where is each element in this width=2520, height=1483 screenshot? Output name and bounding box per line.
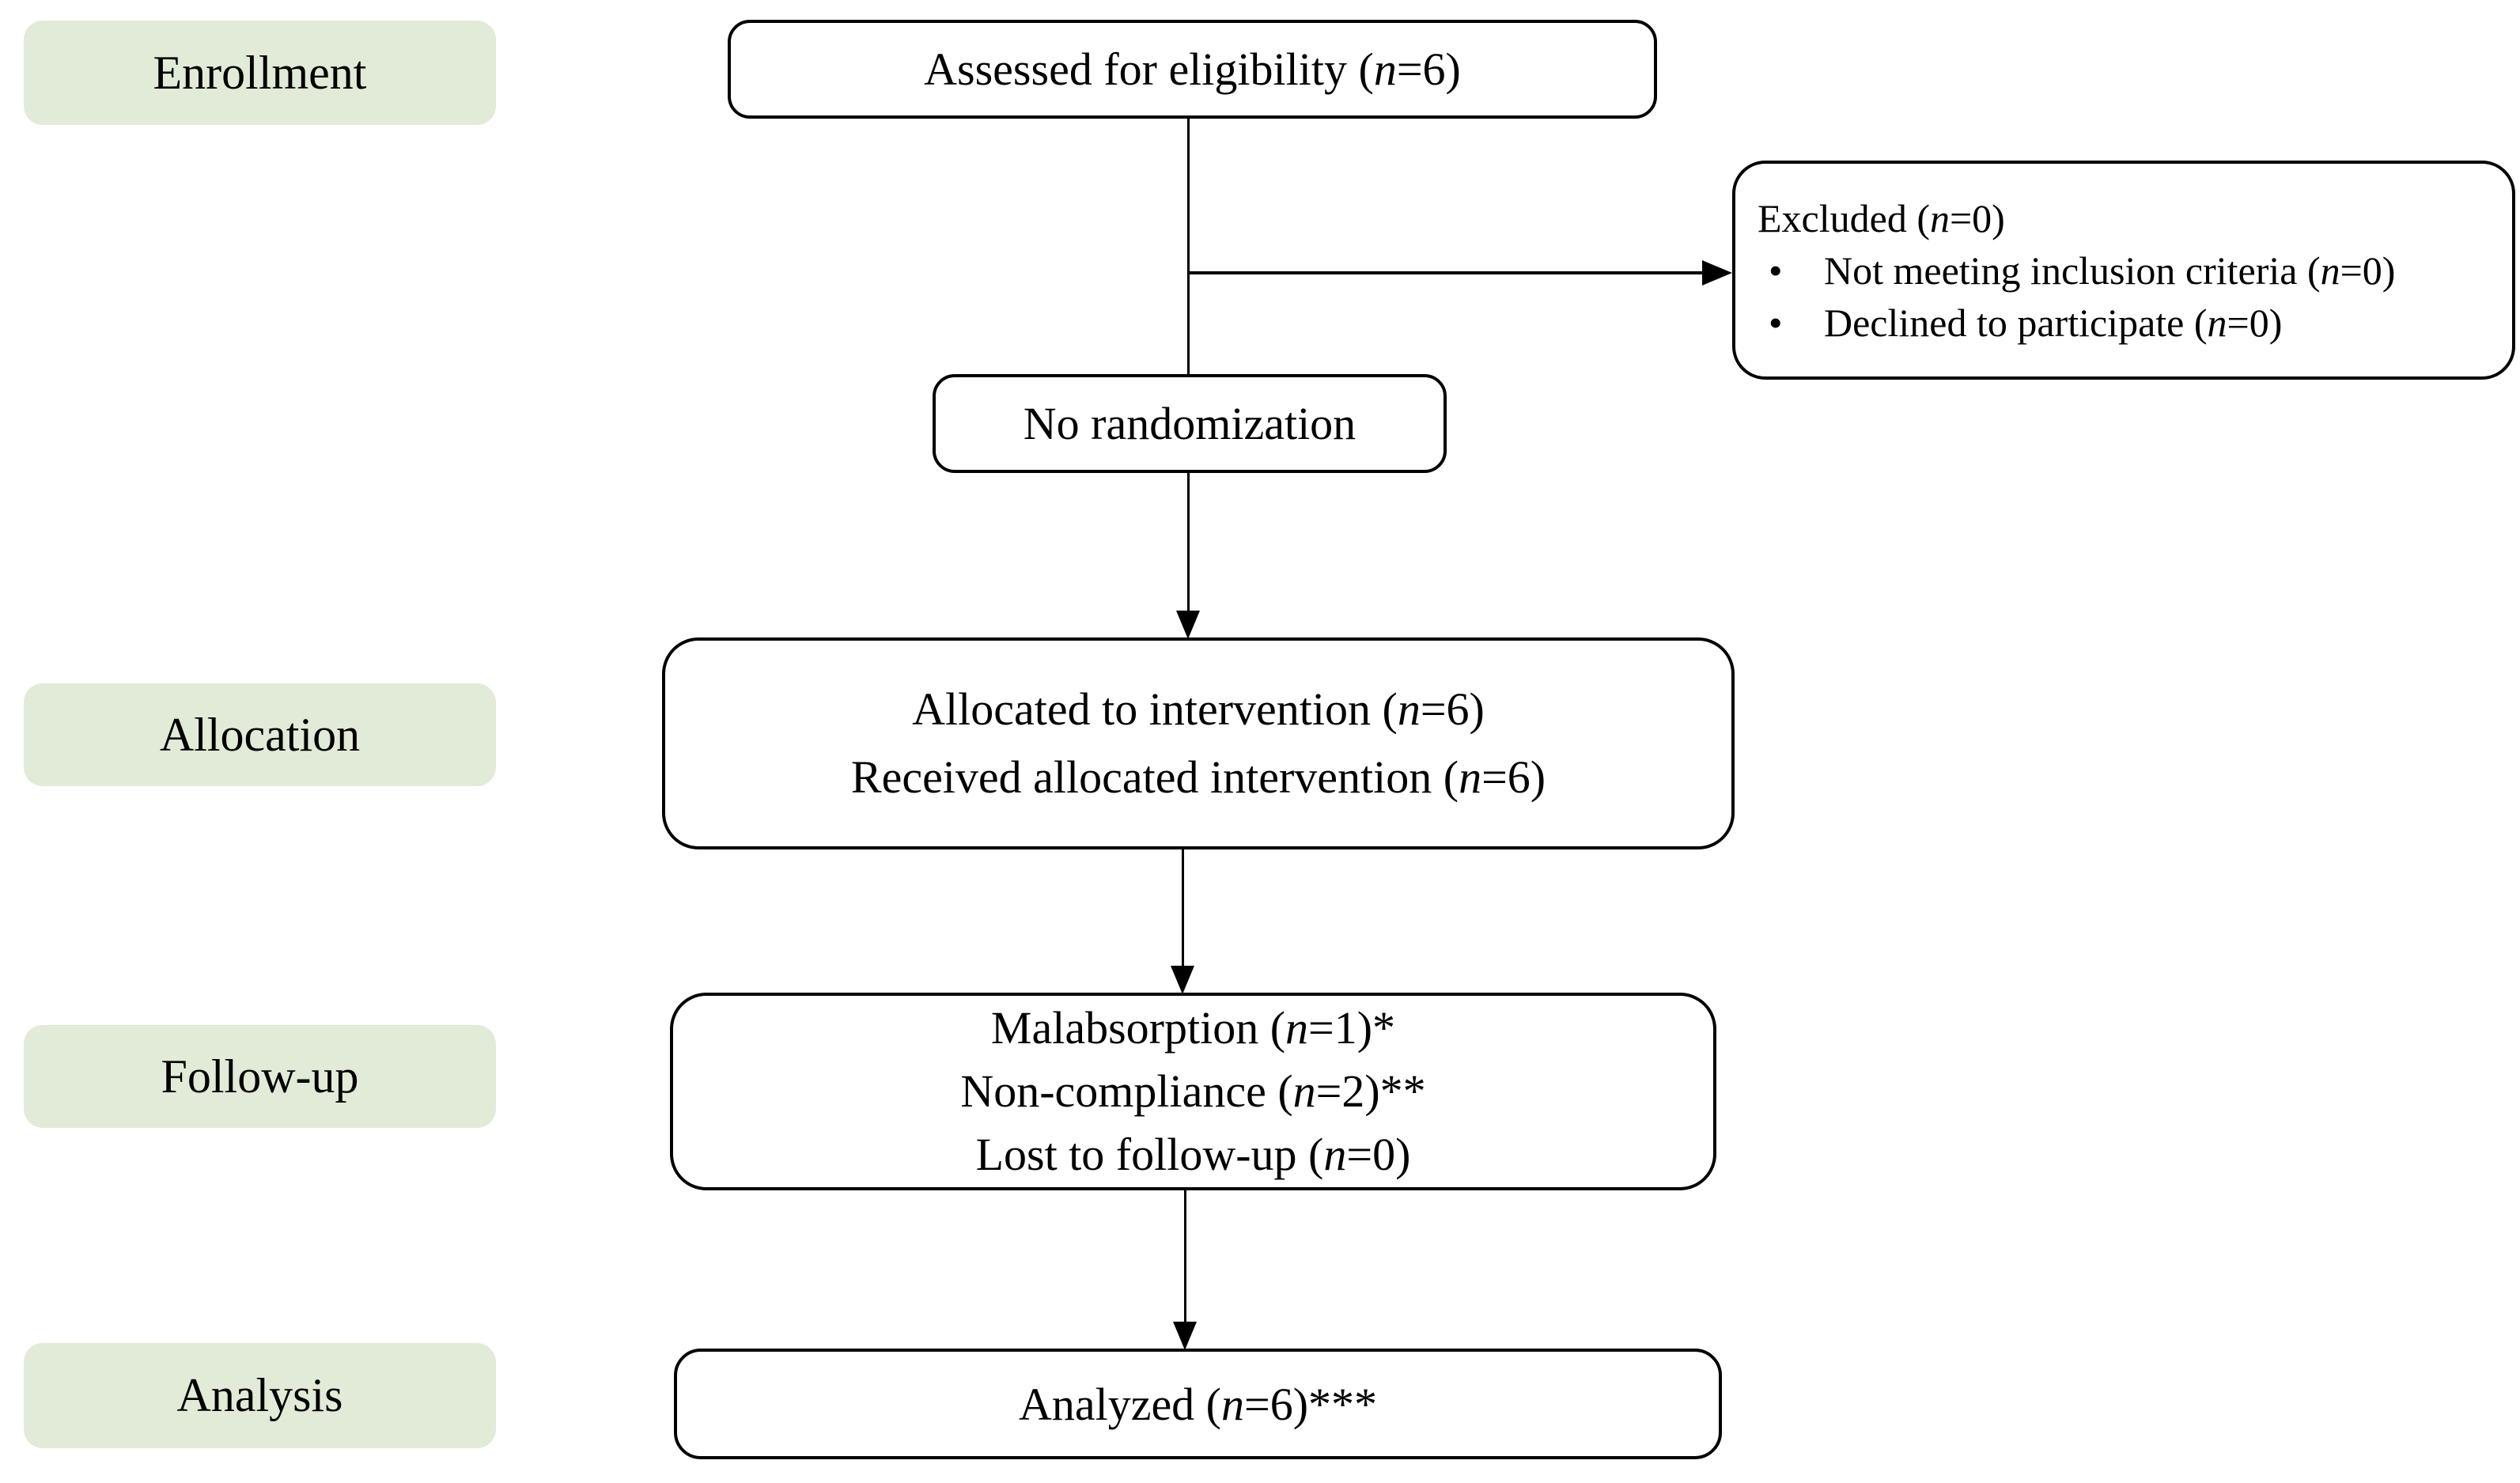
connector-followup-to-analyzed (1184, 1190, 1186, 1323)
allocation-box: Allocated to intervention (n=6) Received… (662, 637, 1735, 849)
allocation-line: Received allocated intervention (n=6) (850, 751, 1546, 803)
stage-label-enrollment: Enrollment (24, 21, 496, 125)
connector-allocation-to-followup (1182, 849, 1184, 966)
excluded-box: Excluded (n=0) • Not meeting inclusion c… (1732, 161, 2515, 380)
analyzed-text: Analyzed (n=6)*** (1018, 1378, 1378, 1430)
connector-assessed-to-norandomization (1187, 117, 1190, 374)
stage-label-analysis-text: Analysis (176, 1369, 343, 1421)
arrowhead-down-followup-icon (1171, 966, 1194, 994)
assessed-text: Assessed for eligibility (n=6) (924, 44, 1461, 95)
arrowhead-down-analyzed-icon (1173, 1322, 1197, 1350)
assessed-for-eligibility-box: Assessed for eligibility (n=6) (728, 20, 1657, 119)
stage-label-followup: Follow-up (24, 1025, 496, 1128)
stage-label-allocation: Allocation (24, 683, 496, 786)
followup-line: Lost to follow-up (n=0) (975, 1129, 1411, 1180)
stage-label-enrollment-text: Enrollment (153, 46, 367, 99)
no-randomization-text: No randomization (1023, 398, 1356, 449)
bullet-icon: • (1769, 248, 1783, 293)
excluded-bullet-item: • Not meeting inclusion criteria (n=0) (1758, 244, 2395, 297)
followup-box: Malabsorption (n=1)* Non-compliance (n=2… (670, 993, 1716, 1190)
connector-branch-to-excluded (1189, 271, 1702, 274)
excluded-bullet-text: Declined to participate (n=0) (1824, 300, 2283, 345)
stage-label-followup-text: Follow-up (161, 1050, 359, 1103)
followup-line: Non-compliance (n=2)** (960, 1065, 1426, 1117)
bullet-icon: • (1769, 300, 1783, 345)
excluded-bullet-item: • Declined to participate (n=0) (1758, 297, 2282, 349)
followup-line: Malabsorption (n=1)* (990, 1002, 1396, 1054)
stage-label-allocation-text: Allocation (159, 708, 361, 761)
no-randomization-box: No randomization (933, 374, 1447, 473)
arrowhead-down-allocation-icon (1176, 611, 1200, 639)
analyzed-box: Analyzed (n=6)*** (674, 1349, 1722, 1459)
allocation-line: Allocated to intervention (n=6) (912, 683, 1485, 735)
stage-label-analysis: Analysis (24, 1343, 496, 1448)
excluded-bullet-text: Not meeting inclusion criteria (n=0) (1824, 248, 2396, 293)
arrowhead-right-excluded-icon (1702, 260, 1732, 286)
connector-norandomization-to-allocation (1187, 473, 1190, 611)
excluded-title: Excluded (n=0) (1758, 195, 2005, 240)
